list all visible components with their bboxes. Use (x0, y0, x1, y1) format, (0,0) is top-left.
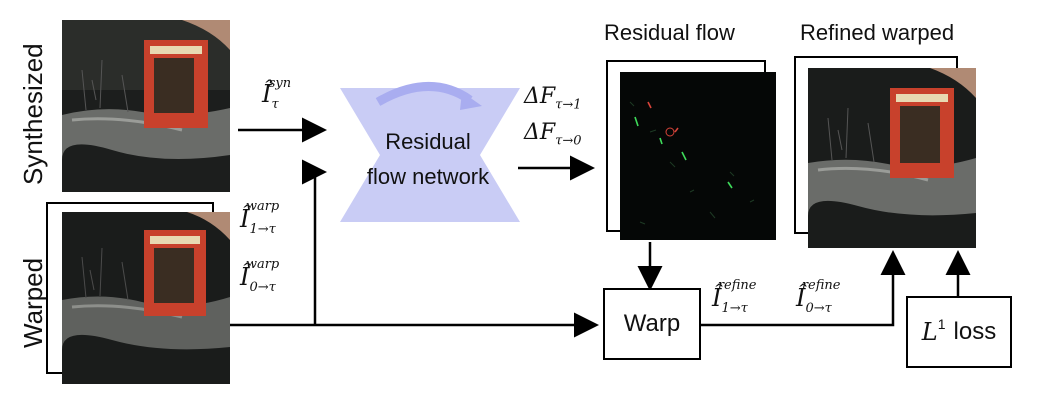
residual-flow-network-shape (340, 82, 520, 222)
delta-f-tau-0-label: ΔFτ→0 (524, 120, 582, 149)
refined-warped-title: Refined warped (800, 20, 955, 45)
residual-flow-title: Residual flow (604, 20, 735, 45)
loss-text: loss (953, 318, 997, 345)
warp-box-label: Warp (623, 310, 681, 337)
syn-input-label: Îτsyn (262, 76, 292, 112)
refined-warped-image (808, 68, 976, 248)
delta-f-tau-1-label: ΔFτ→1 (524, 84, 582, 113)
residual-flow-image (620, 72, 776, 240)
network-label-line2: flow network (366, 164, 490, 189)
synthesized-image (62, 20, 230, 192)
warp-box: Warp (603, 288, 701, 360)
warp1-input-label: Î1→τwarp (240, 199, 280, 237)
network-label-line1: Residual (385, 129, 471, 154)
refine0-label: Î0→τrefine (796, 278, 841, 316)
warp0-input-label: Î0→τwarp (240, 257, 280, 295)
refine1-label: Î1→τrefine (712, 278, 757, 316)
loss-symbol: L (921, 318, 938, 346)
loss-superscript: 1 (937, 316, 946, 332)
warped-image (62, 212, 230, 384)
